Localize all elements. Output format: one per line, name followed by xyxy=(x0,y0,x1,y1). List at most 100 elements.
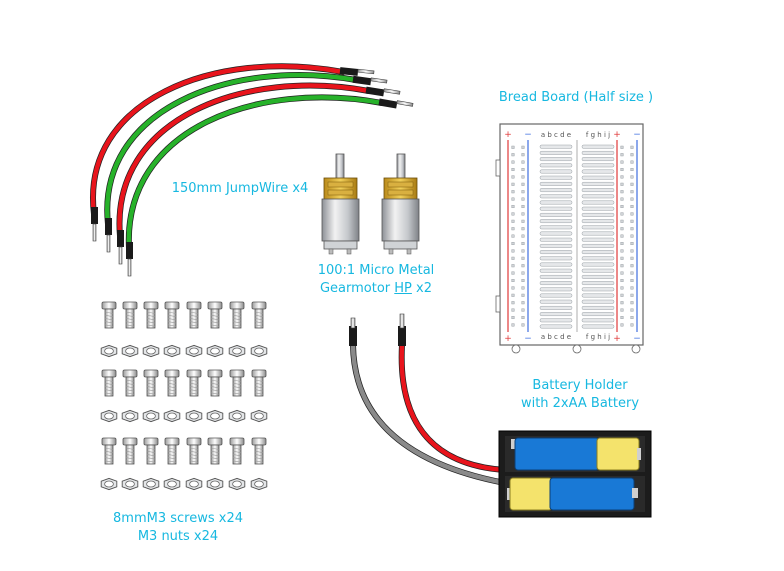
breadboard-row-strip xyxy=(581,206,615,211)
label-battery-line2: with 2xAA Battery xyxy=(520,396,640,411)
m3-screw xyxy=(122,301,138,329)
breadboard-row-strip xyxy=(581,250,615,255)
rail-minus-left: − xyxy=(524,130,532,140)
breadboard-row-strip xyxy=(539,268,573,273)
breadboard-row-strip xyxy=(539,256,573,261)
m3-nut xyxy=(250,477,268,491)
rail-minus-left-bottom: − xyxy=(524,334,532,344)
rail-minus-right-bottom: − xyxy=(633,334,641,344)
jumpwire-set xyxy=(90,63,414,277)
breadboard-row-strip xyxy=(539,312,573,317)
breadboard-row-strip xyxy=(581,318,615,323)
breadboard-row-strip xyxy=(581,144,615,149)
rail-hole xyxy=(620,264,624,268)
rail-hole xyxy=(630,153,634,157)
rail-hole xyxy=(630,316,634,320)
m3-screw xyxy=(122,437,138,465)
m3-nut xyxy=(100,477,118,491)
rail-hole xyxy=(630,234,634,238)
aa-battery-top xyxy=(511,437,641,471)
rail-hole xyxy=(630,264,634,268)
m3-nut xyxy=(163,409,181,423)
rail-hole xyxy=(521,316,525,320)
breadboard-row-strip xyxy=(539,206,573,211)
rail-hole xyxy=(620,197,624,201)
rail-plus-right: + xyxy=(613,130,621,140)
rail-hole xyxy=(521,293,525,297)
gearmotor-right xyxy=(381,153,420,255)
breadboard-row-strip xyxy=(539,293,573,298)
rail-hole xyxy=(511,190,515,194)
rail-hole xyxy=(521,204,525,208)
rail-hole xyxy=(511,279,515,283)
m3-nut xyxy=(100,409,118,423)
rail-hole xyxy=(630,175,634,179)
m3-nut xyxy=(163,477,181,491)
breadboard-row-strip xyxy=(539,219,573,224)
breadboard-row-strip xyxy=(539,194,573,199)
m3-screw xyxy=(143,369,159,397)
m3-screw xyxy=(186,301,202,329)
label-gearmotor: 100:1 Micro Metal Gearmotor HP x2 xyxy=(296,262,456,298)
rail-hole xyxy=(620,160,624,164)
breadboard-row-strip xyxy=(581,163,615,168)
rail-hole xyxy=(521,279,525,283)
rail-hole xyxy=(630,256,634,260)
breadboard-row-strip xyxy=(581,188,615,193)
jumpwire-green-1 xyxy=(104,72,359,227)
m3-nut xyxy=(100,344,118,358)
breadboard-row-strip xyxy=(539,163,573,168)
rail-hole xyxy=(511,271,515,275)
breadboard-row-strip xyxy=(539,169,573,174)
m3-nut xyxy=(185,409,203,423)
wire-end-connectors-top xyxy=(339,67,414,109)
rail-hole xyxy=(630,241,634,245)
m3-nut xyxy=(121,477,139,491)
rail-hole xyxy=(630,308,634,312)
breadboard-row-strip xyxy=(581,225,615,230)
breadboard-row-strip xyxy=(581,262,615,267)
m3-nut xyxy=(185,477,203,491)
rail-hole xyxy=(620,234,624,238)
m3-nut xyxy=(250,344,268,358)
rail-hole xyxy=(511,204,515,208)
rail-hole xyxy=(620,190,624,194)
m3-screw xyxy=(207,369,223,397)
rail-hole xyxy=(511,293,515,297)
label-battery-line1: Battery Holder xyxy=(532,378,628,393)
breadboard-row-strip xyxy=(581,181,615,186)
breadboard-row-strip xyxy=(539,175,573,180)
rail-hole xyxy=(521,323,525,327)
wire-body xyxy=(105,72,359,227)
label-gearmotor-line2-b: x2 xyxy=(411,281,433,296)
label-gearmotor-line1: 100:1 Micro Metal xyxy=(317,263,435,278)
m3-nut xyxy=(142,409,160,423)
rail-hole xyxy=(620,241,624,245)
breadboard-row-strip xyxy=(581,305,615,310)
m3-nut xyxy=(185,344,203,358)
rail-plus-right-bottom: + xyxy=(613,334,621,344)
breadboard-row-strip xyxy=(581,281,615,286)
breadboard-row-strip xyxy=(581,237,615,242)
m3-nut xyxy=(121,409,139,423)
breadboard-row-strip xyxy=(581,219,615,224)
rail-hole xyxy=(620,219,624,223)
rail-hole xyxy=(521,212,525,216)
m3-screw xyxy=(251,301,267,329)
rail-hole xyxy=(620,301,624,305)
rail-hole xyxy=(630,249,634,253)
rail-hole xyxy=(511,160,515,164)
rail-hole xyxy=(630,219,634,223)
m3-screw xyxy=(164,301,180,329)
breadboard-row-strip xyxy=(581,324,615,329)
wire-body xyxy=(117,83,372,239)
breadboard-row-strip xyxy=(539,225,573,230)
m3-nut xyxy=(228,409,246,423)
rail-hole xyxy=(511,264,515,268)
jumpwire-red-2 xyxy=(116,82,372,239)
label-hardware: 8mmM3 screws x24 M3 nuts x24 xyxy=(88,510,268,546)
m3-screw xyxy=(229,369,245,397)
rail-plus-left-bottom: + xyxy=(504,334,512,344)
battery-holder xyxy=(349,313,652,518)
m3-screw xyxy=(101,301,117,329)
